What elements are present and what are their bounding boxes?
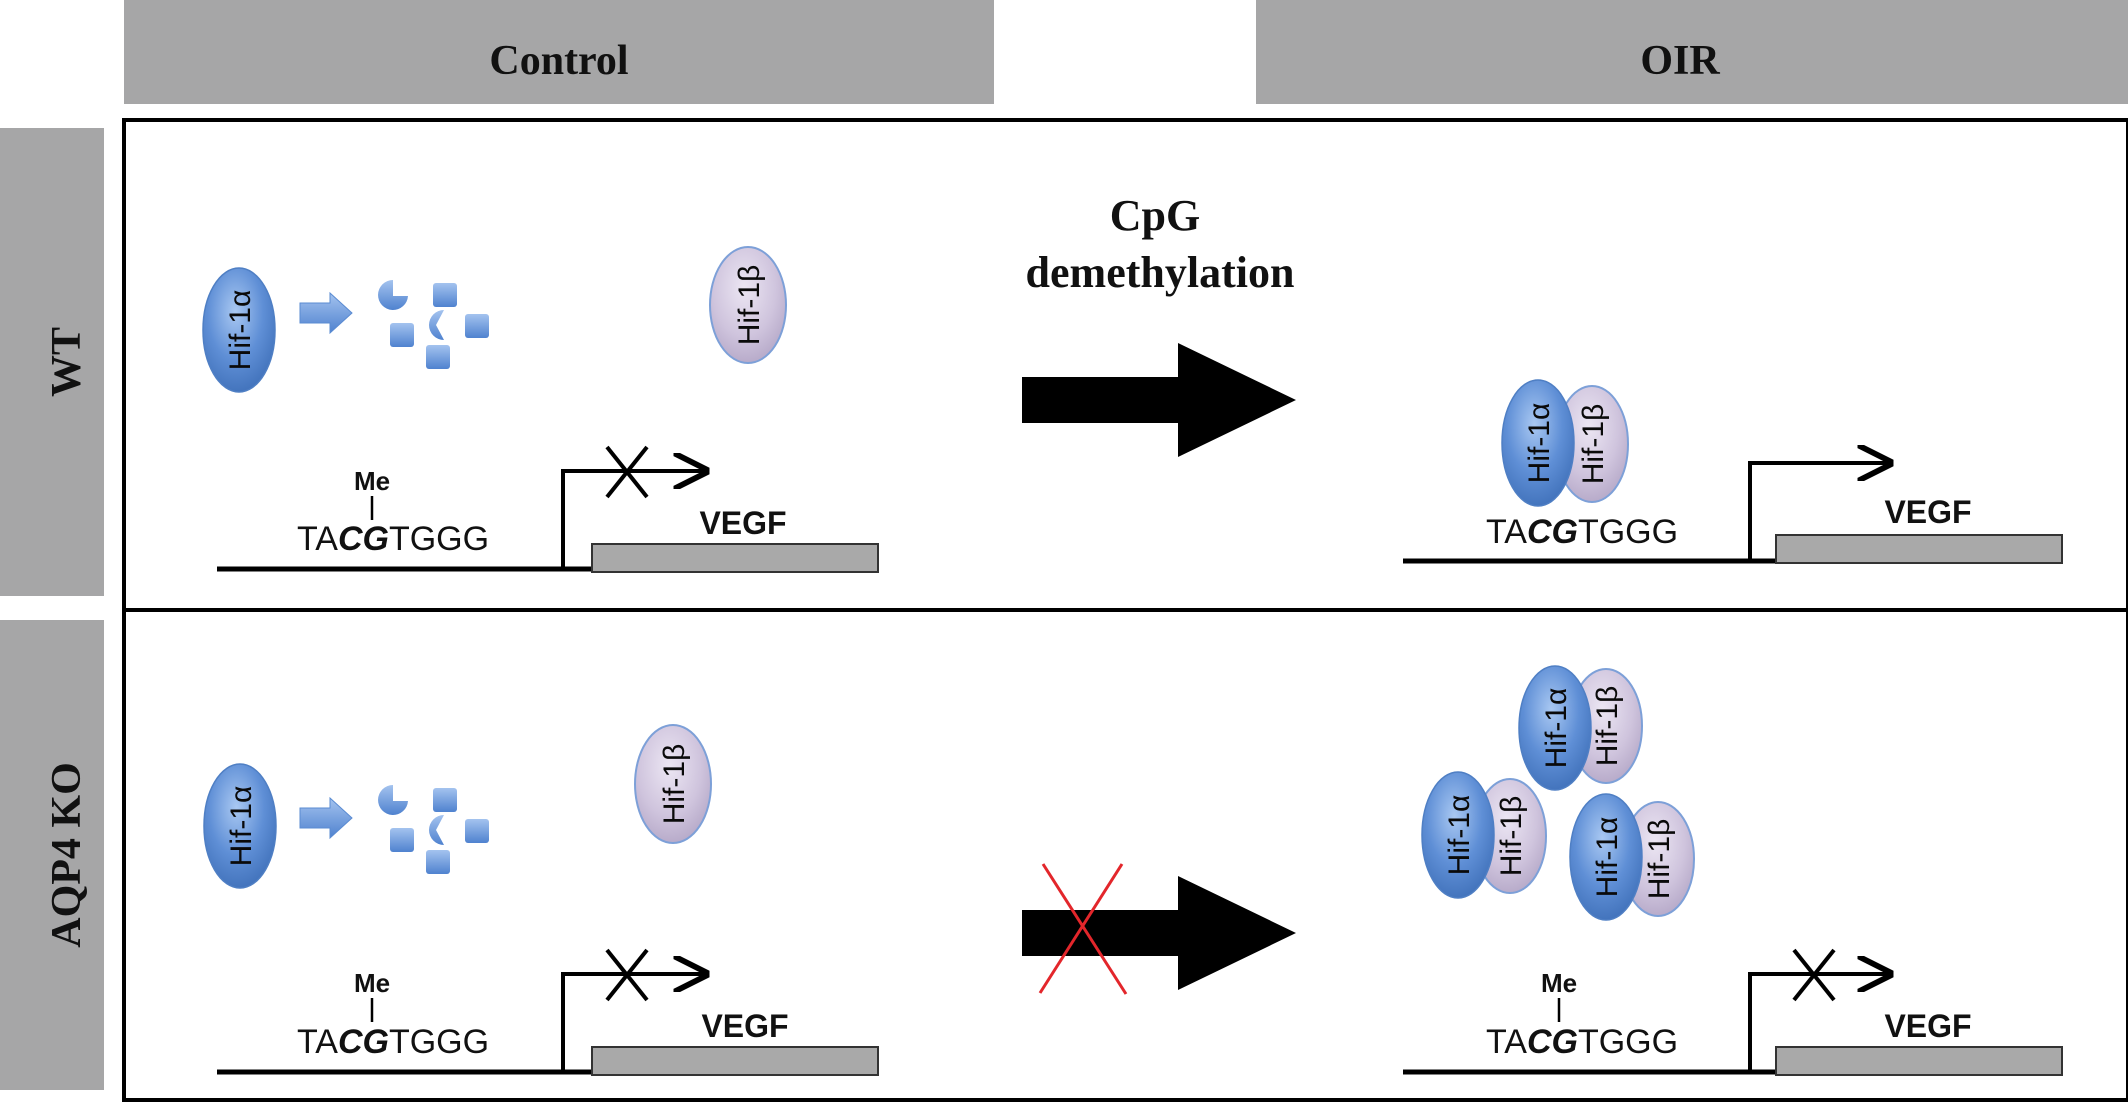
demethylation-label: CpG demethylation: [1026, 191, 1295, 297]
vegf-gene-box: [1775, 534, 2063, 564]
vegf-gene-label: VEGF: [1884, 494, 1971, 530]
degraded-fragments-icon: [378, 280, 489, 369]
hif1b-ellipse: Hif-1β: [634, 724, 712, 844]
hif1b-ellipse: Hif-1β: [709, 246, 787, 364]
methyl-mark-label: Me: [1541, 968, 1577, 998]
ko-oir-group: Hif-1β Hif-1α Hif-1β Hif-1α Hif-1β Hif-1…: [1403, 665, 2063, 1076]
column-header-control: Control: [124, 0, 994, 104]
hif1b-ellipse: Hif-1β: [1621, 801, 1695, 917]
hif1a-ellipse: Hif-1α: [1518, 665, 1592, 791]
ko-control-group: Hif-1α Hif-1β Me TACGTGGG VEGF: [203, 724, 879, 1076]
row-header-wt: WT: [0, 128, 104, 596]
hif1a-label: Hif-1α: [224, 290, 257, 371]
hif1a-label: Hif-1α: [1443, 795, 1476, 876]
hif1b-ellipse: Hif-1β: [1555, 385, 1629, 503]
row-header-ko-label: AQP4 KO: [44, 762, 90, 948]
hif1b-label: Hif-1β: [1591, 686, 1624, 767]
transcription-start-arrow: [1748, 463, 1890, 561]
promoter-sequence: TACGTGGG: [297, 1023, 489, 1061]
methyl-mark-label: Me: [354, 968, 390, 998]
blocked-transcription-icon: [605, 948, 649, 1002]
hif1b-label: Hif-1β: [1495, 796, 1528, 877]
hif1b-ellipse: Hif-1β: [1473, 778, 1547, 894]
wt-oir-group: Hif-1β Hif-1α TACGTGGG VEGF: [1403, 379, 2063, 564]
demethylation-arrow: [1022, 343, 1296, 457]
blocked-demethylation-arrow: [1022, 876, 1296, 990]
hif1b-label: Hif-1β: [658, 744, 691, 825]
hif1b-label: Hif-1β: [1577, 404, 1610, 485]
demethylation-label-line2: demethylation: [1026, 248, 1295, 297]
red-cross-icon: [1038, 863, 1128, 995]
transcription-start-arrow: [1748, 974, 1890, 1072]
vegf-gene-box: [1775, 1046, 2063, 1076]
hif1b-label: Hif-1β: [1643, 819, 1676, 900]
promoter-sequence: TACGTGGG: [1486, 1023, 1678, 1061]
hif1a-label: Hif-1α: [225, 786, 258, 867]
transcription-start-arrow: [561, 471, 706, 569]
column-header-oir-label: OIR: [1640, 38, 1720, 84]
hif1b-label: Hif-1β: [733, 265, 766, 346]
degraded-fragments-icon: [378, 785, 489, 874]
promoter-sequence: TACGTGGG: [1486, 513, 1678, 551]
vegf-gene-label: VEGF: [1884, 1008, 1971, 1044]
row-header-wt-label: WT: [44, 327, 90, 397]
hif1a-label: Hif-1α: [1523, 403, 1556, 484]
hif1a-label: Hif-1α: [1591, 817, 1624, 898]
vegf-gene-box: [591, 543, 879, 573]
vegf-gene-label: VEGF: [701, 1008, 788, 1044]
vegf-gene-label: VEGF: [699, 505, 786, 541]
hif1a-ellipse: Hif-1α: [202, 267, 276, 393]
hif1a-ellipse: Hif-1α: [203, 763, 277, 889]
demethylation-label-line1: CpG: [1110, 191, 1200, 240]
hif1a-label: Hif-1α: [1540, 688, 1573, 769]
hif1a-ellipse: Hif-1α: [1501, 379, 1575, 507]
hif1a-ellipse: Hif-1α: [1421, 771, 1495, 899]
promoter-sequence: TACGTGGG: [297, 520, 489, 558]
degradation-arrow-icon: [299, 796, 353, 840]
hif1a-ellipse: Hif-1α: [1569, 793, 1643, 921]
column-header-control-label: Control: [489, 38, 628, 84]
column-header-oir: OIR: [1256, 0, 2128, 104]
methyl-mark-label: Me: [354, 466, 390, 496]
wt-control-group: Hif-1α Hif-1β Me TACGTGGG VEGF: [202, 246, 879, 573]
row-header-ko: AQP4 KO: [0, 620, 104, 1090]
transcription-start-arrow: [561, 974, 706, 1072]
blocked-transcription-icon: [1792, 948, 1836, 1002]
vegf-gene-box: [591, 1046, 879, 1076]
degradation-arrow-icon: [299, 291, 353, 335]
blocked-transcription-icon: [605, 445, 649, 499]
